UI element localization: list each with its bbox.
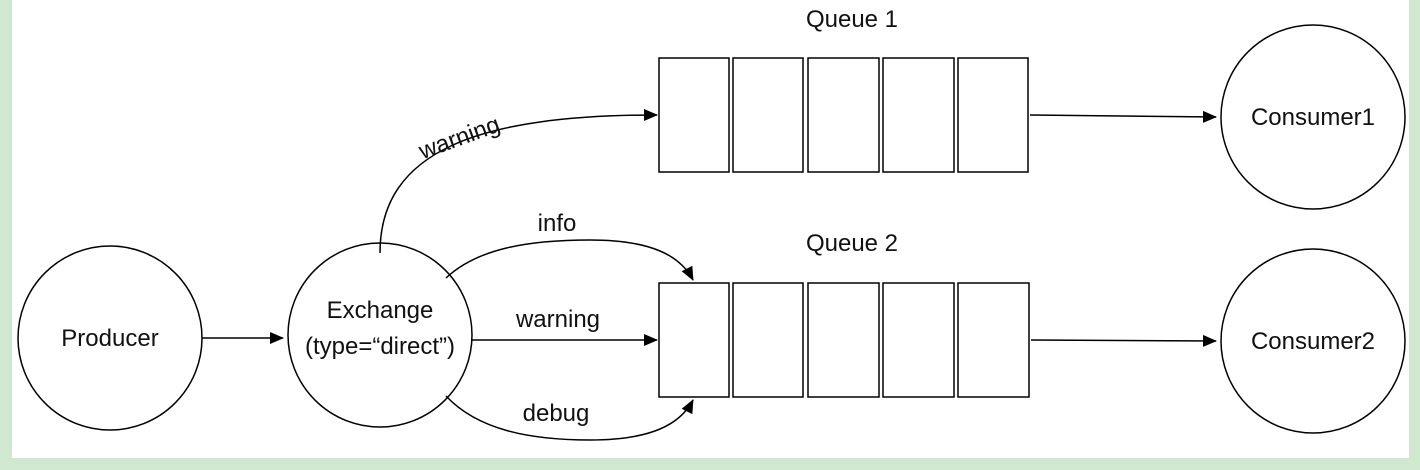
queue-1-slot bbox=[658, 57, 730, 173]
queue-1-slot bbox=[882, 57, 955, 173]
exchange-node: Exchange (type=“direct”) bbox=[287, 242, 473, 428]
routing-key-info: info bbox=[538, 210, 577, 237]
queue-2-slot bbox=[957, 282, 1030, 398]
queue-2-slot bbox=[807, 282, 880, 398]
queue-1-label: Queue 1 bbox=[806, 6, 898, 33]
consumer1-label: Consumer1 bbox=[1251, 104, 1375, 131]
queue-2-slot bbox=[882, 282, 955, 398]
consumer1-node: Consumer1 bbox=[1220, 24, 1406, 210]
queue-2-label: Queue 2 bbox=[806, 230, 898, 257]
queue-2: Queue 2 bbox=[658, 230, 1030, 398]
producer-node: Producer bbox=[17, 245, 203, 431]
exchange-label: Exchange bbox=[327, 297, 434, 324]
queue-2-to-consumer2-arrow bbox=[1030, 334, 1217, 347]
exchange-type-label: (type=“direct”) bbox=[305, 333, 455, 360]
queue-1: Queue 1 bbox=[658, 6, 1029, 173]
queue-1-slot bbox=[732, 57, 804, 173]
routing-key-warning-q1: warning bbox=[414, 111, 503, 165]
queue-1-to-consumer1-arrow bbox=[1029, 110, 1217, 123]
warning-binding-queue-1-arrow bbox=[379, 109, 658, 254]
info-binding-arrow bbox=[445, 239, 694, 281]
queue-1-slot bbox=[807, 57, 880, 173]
queue-1-slot bbox=[957, 57, 1029, 173]
routing-key-debug: debug bbox=[523, 400, 590, 427]
queue-2-slot bbox=[732, 282, 804, 398]
routing-key-warning-q2: warning bbox=[515, 306, 600, 333]
consumer2-node: Consumer2 bbox=[1220, 248, 1406, 434]
producer-label: Producer bbox=[61, 325, 158, 352]
queue-2-slot bbox=[658, 282, 730, 398]
consumer2-label: Consumer2 bbox=[1251, 328, 1375, 355]
debug-binding-arrow bbox=[445, 395, 694, 441]
